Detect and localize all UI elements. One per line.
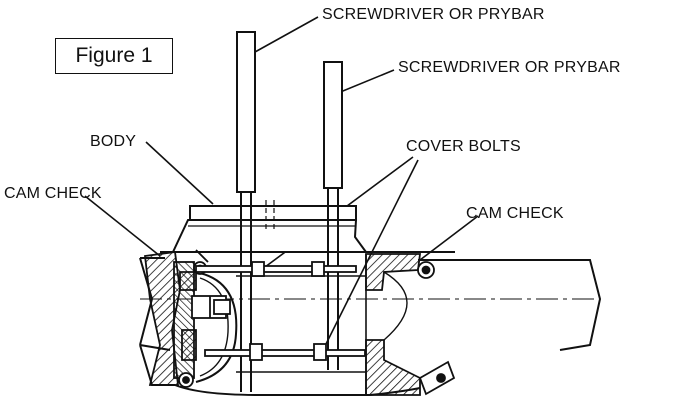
label-body: BODY	[90, 133, 137, 150]
label-cover-bolts: COVER BOLTS	[406, 138, 521, 155]
right-cam-check	[365, 253, 456, 396]
figure-title: Figure 1	[55, 38, 173, 74]
leader-lines	[84, 16, 479, 353]
label-cam-check-right: CAM CHECK	[466, 205, 564, 222]
label-screwdriver-1: SCREWDRIVER OR PRYBAR	[322, 6, 545, 23]
cover-bolt-top-right	[311, 261, 325, 277]
left-cam-check	[144, 249, 238, 388]
label-cam-check-left: CAM CHECK	[4, 185, 102, 202]
leader-cam-check-left	[84, 195, 161, 257]
cover-bolt-bottom-left	[249, 343, 263, 361]
leader-screwdriver-1	[254, 16, 319, 53]
screwdriver-2	[323, 61, 343, 370]
cover-bolts	[195, 261, 366, 361]
cover-bolt-top-rod	[195, 265, 357, 273]
cover-bolt-1	[251, 261, 265, 277]
body-shell	[171, 200, 368, 253]
leader-cam-check-right	[419, 215, 479, 261]
leader-body	[145, 141, 214, 205]
leader-screwdriver-2	[337, 69, 395, 94]
cover-bolt-bottom-rod	[204, 349, 366, 357]
cover-bolt-2	[313, 343, 327, 361]
label-screwdriver-2: SCREWDRIVER OR PRYBAR	[398, 59, 621, 76]
